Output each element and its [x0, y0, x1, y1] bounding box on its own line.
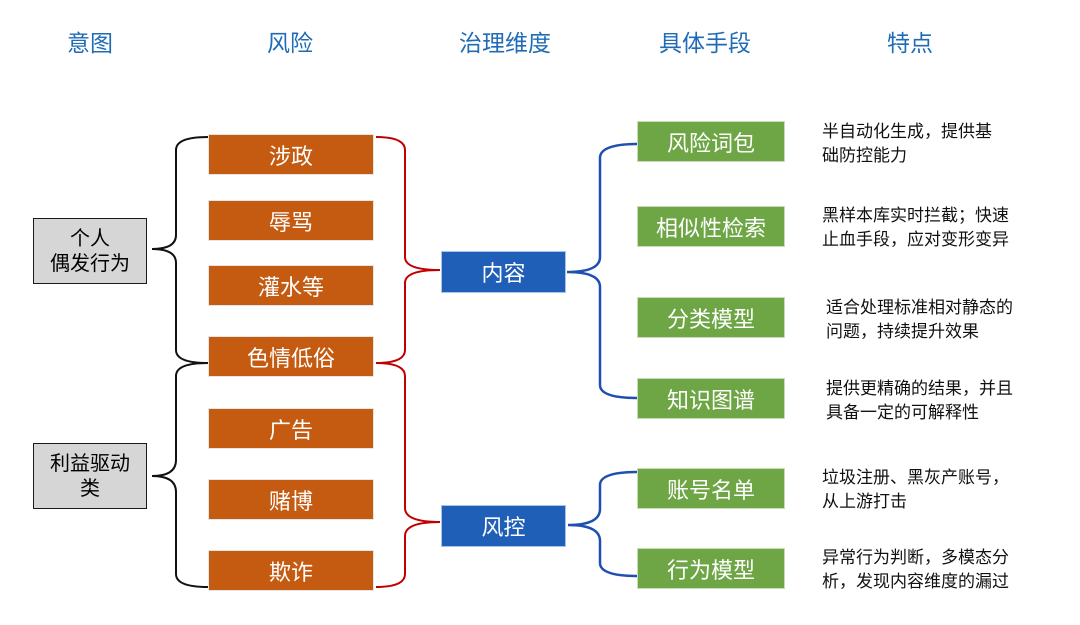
header-intent: 意图	[67, 31, 113, 57]
feature-line: 从上游打击	[822, 492, 907, 512]
bracket-dim-control	[567, 470, 639, 578]
dimension-brackets	[566, 142, 639, 578]
risk-brackets	[375, 136, 441, 588]
bracket-dim-content	[566, 142, 639, 400]
bracket-risk-content	[375, 136, 441, 364]
feature-line: 适合处理标准相对静态的	[826, 298, 1013, 318]
feature-similarity-search: 黑样本库实时拦截；快速 止血手段，应对变形变异	[822, 204, 1054, 252]
risk-fraud: 欺诈	[208, 550, 374, 591]
feature-line: 具备一定的可解释性	[826, 403, 979, 423]
feature-line: 提供更精确的结果，并且	[826, 379, 1013, 399]
dimension-content: 内容	[441, 251, 566, 293]
risk-gambling: 赌博	[208, 479, 374, 520]
method-knowledge-graph: 知识图谱	[637, 378, 785, 419]
header-feature: 特点	[887, 31, 933, 57]
feature-line: 问题，持续提升效果	[826, 322, 979, 342]
intent-personal-line1: 个人	[70, 226, 110, 250]
risk-advertising: 广告	[208, 408, 374, 449]
feature-line: 黑样本库实时拦截；快速	[822, 206, 1009, 226]
risk-spam: 灌水等	[208, 265, 374, 306]
method-risk-wordlist: 风险词包	[637, 121, 785, 162]
feature-line: 础防控能力	[822, 146, 907, 166]
feature-account-list: 垃圾注册、黑灰产账号， 从上游打击	[822, 466, 1054, 514]
method-classification-model: 分类模型	[637, 297, 785, 338]
header-risk: 风险	[267, 31, 313, 57]
method-similarity-search: 相似性检索	[637, 206, 785, 247]
feature-line: 析，发现内容维度的漏过	[822, 572, 1009, 592]
header-method: 具体手段	[659, 31, 751, 57]
intent-personal: 个人 偶发行为	[33, 218, 147, 284]
feature-risk-wordlist: 半自动化生成，提供基 础防控能力	[822, 120, 1054, 168]
bracket-risk-control	[375, 362, 441, 588]
intent-brackets	[151, 136, 209, 588]
intent-profit-line1: 利益驱动	[50, 451, 130, 475]
feature-line: 异常行为判断，多模态分	[822, 548, 1009, 568]
bracket-intent-profit	[151, 362, 209, 588]
method-account-list: 账号名单	[637, 468, 785, 509]
feature-knowledge-graph: 提供更精确的结果，并且 具备一定的可解释性	[826, 377, 1058, 425]
feature-behavior-model: 异常行为判断，多模态分 析，发现内容维度的漏过	[822, 546, 1054, 594]
feature-line: 垃圾注册、黑灰产账号，	[822, 468, 1009, 488]
risk-pornography: 色情低俗	[208, 336, 374, 377]
risk-abuse: 辱骂	[208, 200, 374, 241]
feature-line: 半自动化生成，提供基	[822, 122, 992, 142]
bracket-intent-personal	[151, 136, 209, 364]
feature-classification-model: 适合处理标准相对静态的 问题，持续提升效果	[826, 296, 1058, 344]
method-behavior-model: 行为模型	[637, 548, 785, 589]
intent-profit-line2: 类	[80, 476, 100, 500]
feature-line: 止血手段，应对变形变异	[822, 230, 1009, 250]
intent-profit-driven: 利益驱动 类	[33, 443, 147, 509]
dimension-risk-control: 风控	[441, 505, 566, 547]
risk-politics: 涉政	[208, 134, 374, 175]
header-dimension: 治理维度	[459, 31, 551, 57]
intent-personal-line2: 偶发行为	[50, 251, 130, 275]
